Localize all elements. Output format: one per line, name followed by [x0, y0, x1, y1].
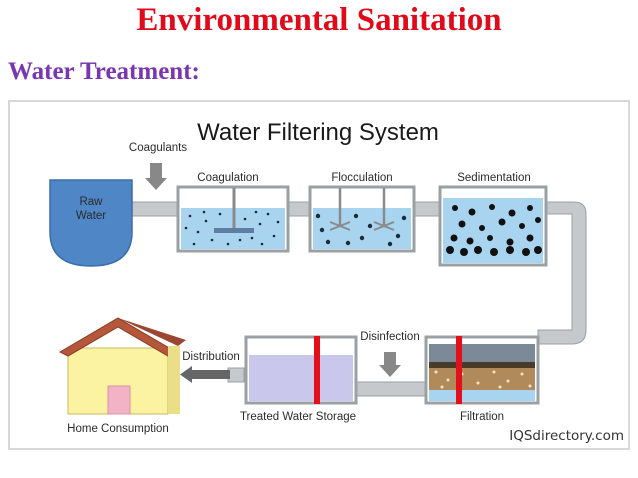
filtration-label: Filtration — [460, 411, 504, 423]
treated-water-storage: Treated Water Storage — [240, 335, 358, 423]
sedimentation-label: Sedimentation — [457, 172, 531, 184]
disinfection-input: Disinfection — [360, 331, 420, 377]
storage-red-divider — [314, 336, 320, 404]
distribution-flow: Distribution — [180, 351, 240, 383]
disinfection-arrow-icon — [379, 365, 401, 377]
raw-water-label-line2: Water — [76, 210, 106, 222]
home-building: Home Consumption — [58, 317, 186, 435]
treated-storage-label: Treated Water Storage — [240, 411, 356, 423]
raw-water-tank: Raw Water — [49, 179, 133, 267]
flocculation-label: Flocculation — [331, 172, 392, 184]
page-title: Environmental Sanitation — [136, 2, 502, 38]
coagulants-arrow-icon — [145, 178, 167, 190]
coagulants-input: Coagulants — [129, 142, 187, 190]
diagram-title: Water Filtering System — [197, 119, 439, 146]
home-consumption-label: Home Consumption — [67, 423, 169, 435]
coagulation-tank: Coagulation — [176, 172, 290, 253]
distribution-arrow-icon — [180, 366, 192, 383]
section-title: Water Treatment: — [8, 58, 200, 85]
flocculation-tank: Flocculation — [308, 172, 416, 253]
sedimentation-particles — [446, 204, 542, 256]
coagulation-particles — [184, 210, 280, 246]
coagulation-label: Coagulation — [197, 172, 258, 184]
house-door — [107, 385, 131, 415]
filtration-red-divider — [456, 336, 462, 404]
flocculation-particles — [315, 213, 407, 247]
raw-water-label-line1: Raw — [79, 196, 103, 208]
disinfection-label: Disinfection — [360, 331, 419, 343]
filtration-unit: Filtration — [424, 335, 540, 423]
watermark: IQSdirectory.com — [509, 428, 624, 444]
coagulants-label: Coagulants — [129, 142, 187, 154]
distribution-label: Distribution — [182, 351, 240, 363]
sedimentation-tank: Sedimentation — [438, 172, 548, 267]
